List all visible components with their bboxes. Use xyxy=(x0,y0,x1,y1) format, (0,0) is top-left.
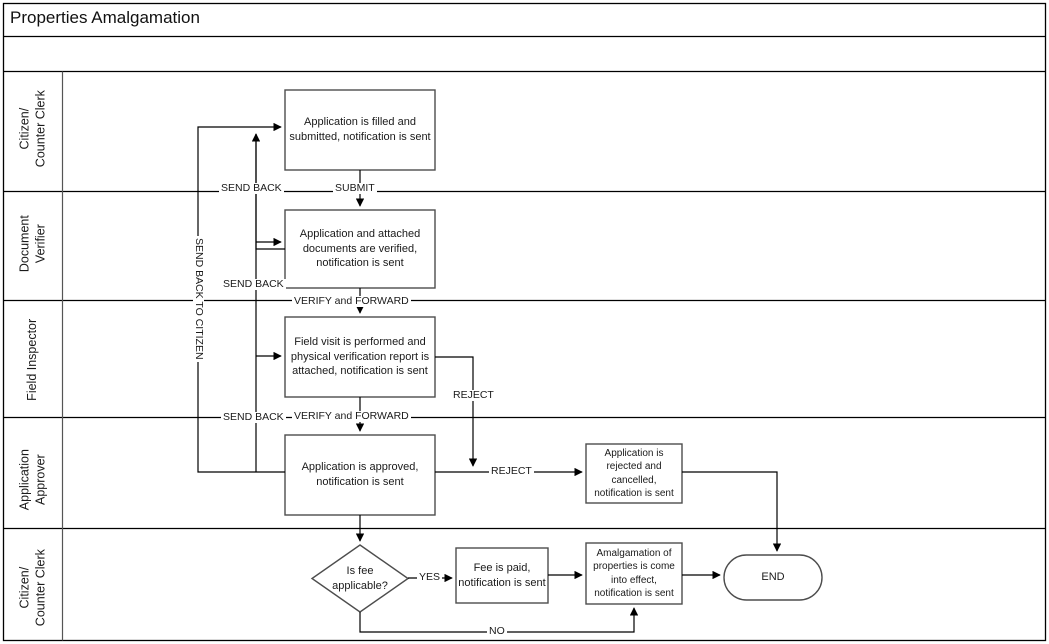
edge-label-fee-no: NO xyxy=(487,625,507,637)
node-fee-decision-shape xyxy=(310,544,410,613)
lane-label-line2: Counter Clerk xyxy=(33,549,47,627)
lane-label-application-approver: Application Approver xyxy=(17,420,48,540)
lane-label-line1: Field Inspector xyxy=(25,318,40,401)
page-title: Properties Amalgamation xyxy=(10,8,200,27)
lane-label-line1: Application xyxy=(17,449,32,511)
lane-label-line1: Citizen/ xyxy=(17,107,32,150)
node-application-rejected-shape xyxy=(585,443,683,504)
edge-label-send-back-3: SEND BACK xyxy=(221,411,286,423)
edge-label-fee-yes: YES xyxy=(417,571,443,583)
lane-label-line2: Verifier xyxy=(33,224,47,264)
lane-label-citizen-top: Citizen/ Counter Clerk xyxy=(17,69,48,189)
edge-reject-inspector-path xyxy=(435,356,478,467)
node-end-shape xyxy=(723,554,823,601)
edge-label-submit: SUBMIT xyxy=(333,182,377,194)
lane-label-citizen-bottom: Citizen/ Counter Clerk xyxy=(17,528,48,644)
edge-label-reject-inspector: REJECT xyxy=(451,389,496,401)
edge-label-send-back-1: SEND BACK xyxy=(219,182,284,194)
edge-label-verify-forward-1: VERIFY and FORWARD xyxy=(292,295,411,307)
node-fee-paid-shape xyxy=(455,547,549,604)
lane-label-line2: Counter Clerk xyxy=(33,90,47,168)
lane-label-line1: Document xyxy=(17,215,32,273)
lane-label-line2: Approver xyxy=(33,454,47,505)
edge-label-reject-approver: REJECT xyxy=(489,465,534,477)
node-documents-verified-shape xyxy=(284,209,436,289)
lane-label-field-inspector: Field Inspector xyxy=(25,300,41,420)
lane-label-line1: Citizen/ xyxy=(17,566,32,609)
lane-label-document-verifier: Document Verifier xyxy=(17,184,48,304)
node-application-submitted-shape xyxy=(284,89,436,171)
node-amalgamation-effect-shape xyxy=(585,542,683,605)
edge-label-verify-forward-2: VERIFY and FORWARD xyxy=(292,410,411,422)
edge-rejected-to-end-path xyxy=(682,471,782,552)
node-field-visit-shape xyxy=(284,316,436,398)
node-shapes xyxy=(284,89,823,613)
edge-label-send-back-2: SEND BACK xyxy=(221,278,286,290)
edge-label-send-back-to-citizen: SEND BACK TO CITIZEN xyxy=(193,236,205,362)
node-application-approved-shape xyxy=(284,434,436,516)
